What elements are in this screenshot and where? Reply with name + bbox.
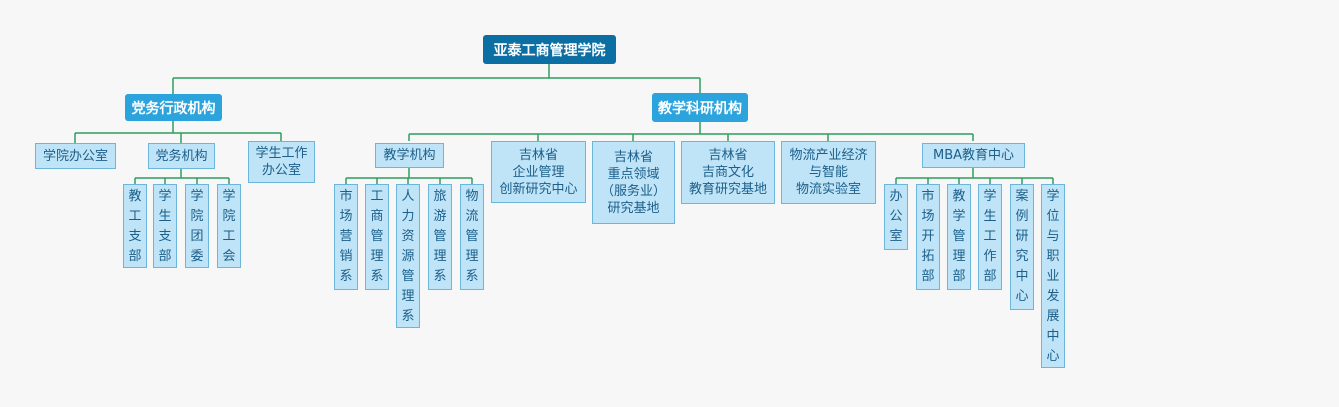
research-center-node[interactable]: 吉林省 吉商文化 教育研究基地 <box>681 141 775 204</box>
teaching-org-node[interactable]: 教学机构 <box>375 143 444 168</box>
research-center-node[interactable]: 吉林省 重点领域 （服务业） 研究基地 <box>592 141 675 224</box>
department-node[interactable]: 旅游管理系 <box>428 184 452 290</box>
party-child-node[interactable]: 学院团委 <box>185 184 209 268</box>
party-child-node[interactable]: 教工支部 <box>123 184 147 268</box>
mba-center-node[interactable]: MBA教育中心 <box>922 143 1025 168</box>
research-center-node[interactable]: 吉林省 企业管理 创新研究中心 <box>491 141 586 203</box>
admin-dept-node[interactable]: 党务行政机构 <box>125 94 222 121</box>
party-child-node[interactable]: 学生支部 <box>153 184 177 268</box>
mba-child-node[interactable]: 学位与职业发展中心 <box>1041 184 1065 368</box>
college-office-node[interactable]: 学院办公室 <box>35 143 116 169</box>
mba-child-node[interactable]: 市场开拓部 <box>916 184 940 290</box>
mba-child-node[interactable]: 案例研究中心 <box>1010 184 1034 310</box>
party-child-node[interactable]: 学院工会 <box>217 184 241 268</box>
department-node[interactable]: 物流管理系 <box>460 184 484 290</box>
mba-child-node[interactable]: 教学管理部 <box>947 184 971 290</box>
mba-child-node[interactable]: 学生工作部 <box>978 184 1002 290</box>
student-affairs-office-node[interactable]: 学生工作 办公室 <box>248 141 315 183</box>
party-org-node[interactable]: 党务机构 <box>148 143 215 169</box>
mba-child-node[interactable]: 办公室 <box>884 184 908 250</box>
department-node[interactable]: 人力资源管理系 <box>396 184 420 328</box>
root-node[interactable]: 亚泰工商管理学院 <box>483 35 616 64</box>
teaching-dept-node[interactable]: 教学科研机构 <box>652 93 748 122</box>
department-node[interactable]: 工商管理系 <box>365 184 389 290</box>
research-center-node[interactable]: 物流产业经济 与智能 物流实验室 <box>781 141 876 204</box>
department-node[interactable]: 市场营销系 <box>334 184 358 290</box>
